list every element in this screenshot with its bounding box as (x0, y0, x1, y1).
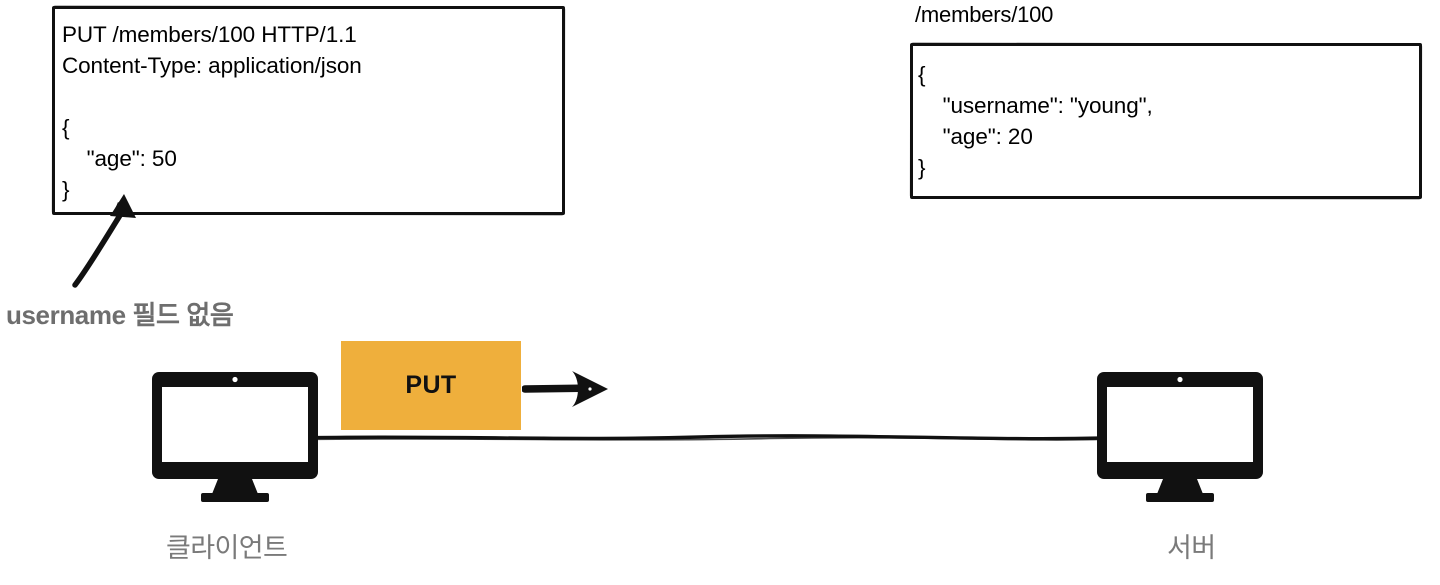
client-monitor-icon (152, 372, 318, 502)
resource-path-label: /members/100 (915, 2, 1054, 27)
server-monitor-icon (1097, 372, 1263, 502)
right-arrow-icon (522, 371, 608, 407)
stored-resource-box (910, 43, 1422, 199)
put-method-label: PUT (405, 371, 457, 399)
server-label: 서버 (1167, 533, 1216, 563)
annotation-note: username 필드 없음 (6, 300, 234, 330)
annotation-arrow-icon (72, 194, 136, 288)
http-request-text: PUT /members/100 HTTP/1.1 Content-Type: … (62, 22, 362, 202)
http-request-box (52, 6, 565, 215)
put-method-badge[interactable]: PUT (341, 341, 521, 430)
client-label: 클라이언트 (166, 533, 288, 563)
network-link-line (300, 434, 1105, 441)
stored-resource-text: { "username": "young", "age": 20 } (918, 62, 1153, 180)
